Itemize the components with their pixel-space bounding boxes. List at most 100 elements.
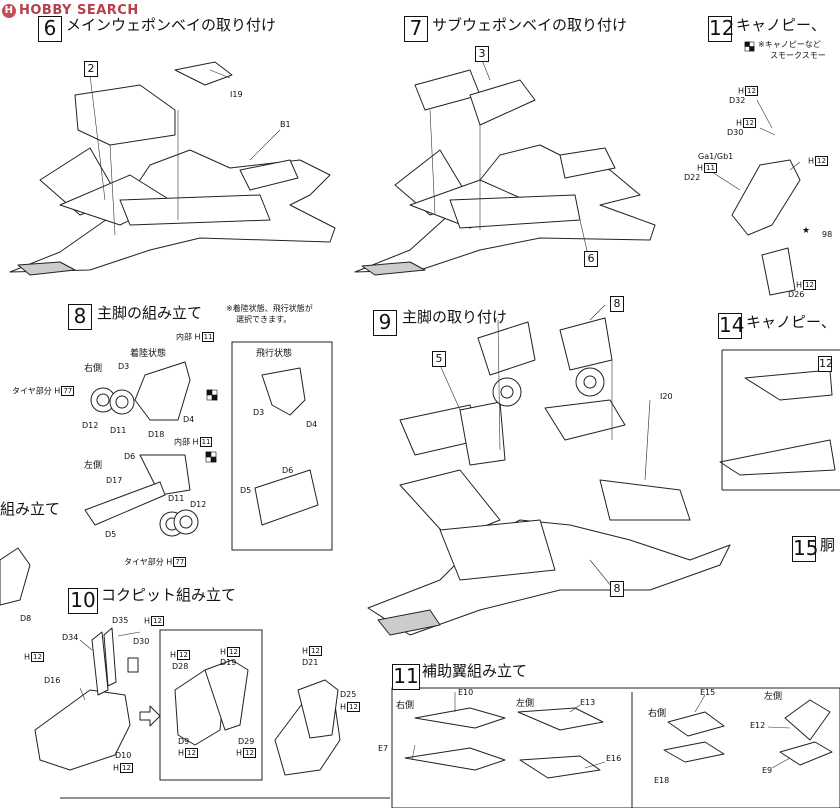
step-11-title: 補助翼組み立て [422,662,528,680]
flight-d6: D6 [282,466,294,475]
checker-marks [205,41,755,463]
decal-98: 98 [822,230,833,239]
step-9-part-5: 5 [432,351,446,367]
part-d21: D21 [302,658,319,667]
step-9-part-8-b: 8 [610,581,624,597]
part-e7: E7 [378,744,389,753]
step-12-note-2: スモークスモー [770,51,826,60]
part-d17: D17 [106,476,123,485]
step-8-note-1: ※着陸状態、飛行状態が [226,304,313,313]
part-e10: E10 [458,688,474,697]
s11-left2-label: 左側 [764,692,783,702]
part-d10: D10 [115,751,132,760]
part-d26: D26 [788,290,805,299]
part-d11-b: D11 [168,494,185,503]
part-e16: E16 [606,754,622,763]
part-e18: E18 [654,776,670,785]
step-14-part-12: 12 [818,356,833,372]
part-d11: D11 [110,426,127,435]
part-i20: I20 [660,392,673,401]
part-d29: D29 [238,737,255,746]
step-11-number: 11 [392,664,420,690]
step-14-title: キャノピー、 [746,313,836,331]
part-d12: D12 [82,421,99,430]
part-ga1-gb1: Ga1/Gb1 [698,152,734,161]
flight-d5: D5 [240,486,252,495]
step-8-number: 8 [68,304,92,330]
part-d22: D22 [684,173,701,182]
step-7-part-6: 6 [584,251,598,267]
s11-right2-label: 右側 [648,709,667,719]
part-e12: E12 [750,721,766,730]
flight-d3: D3 [253,408,265,417]
part-d9: D9 [178,737,190,746]
s8-landing-strut-top [134,361,191,421]
logo-text: HOBBY SEARCH [19,3,139,18]
step-7-part-3: 3 [475,46,489,62]
flight-d4: D4 [306,420,318,429]
s11-left-label: 左側 [516,699,535,709]
part-i19: I19 [230,90,243,99]
step-12-title: キャノピー、 [736,16,826,34]
part-d35: D35 [112,616,129,625]
part-b1: B1 [280,120,291,129]
part-d30: D30 [727,128,744,137]
step-6-part-2: 2 [84,61,98,77]
step-15-title: 胴 [820,536,836,554]
part-d34: D34 [62,633,79,642]
step-8-title: 主脚の組み立て [97,304,203,322]
part-d6: D6 [124,452,136,461]
s12-canopy-frame [731,159,801,236]
step-6-number: 6 [38,16,62,42]
step-7-number: 7 [404,16,428,42]
step-9-title: 主脚の取り付け [402,308,508,326]
part-d16: D16 [44,676,61,685]
step-9-part-8-a: 8 [610,296,624,312]
part-e15: E15 [700,688,716,697]
step-8-note-2: 選択できます。 [236,315,292,324]
step-10-title: コクピット組み立て [101,586,237,604]
part-d28: D28 [172,662,189,671]
step-6-title: メインウェポンベイの取り付け [66,16,277,34]
s8-flight-frame [231,341,333,551]
part-d32: D32 [729,96,746,105]
step-12-note-1: ※キャノピーなど [758,40,821,49]
part-d30: D30 [133,637,150,646]
part-d18: D18 [148,430,165,439]
part-e9: E9 [762,766,773,775]
part-d8: D8 [20,614,32,623]
step-14-number: 14 [718,313,745,339]
logo-badge: H [2,3,16,18]
step-9-number: 9 [373,310,397,336]
s11-flap-right [414,707,506,729]
partial-step-title: 組み立て [0,500,61,518]
right-side-label: 右側 [84,364,103,374]
step-12-number: 12 [708,16,735,42]
star-icon: ★ [802,226,811,236]
step-10-number: 10 [68,588,98,614]
part-d19: D19 [220,658,237,667]
left-side-label: 左側 [84,461,103,471]
part-d4: D4 [183,415,195,424]
s11-right-label: 右側 [396,701,415,711]
part-d25: D25 [340,690,357,699]
